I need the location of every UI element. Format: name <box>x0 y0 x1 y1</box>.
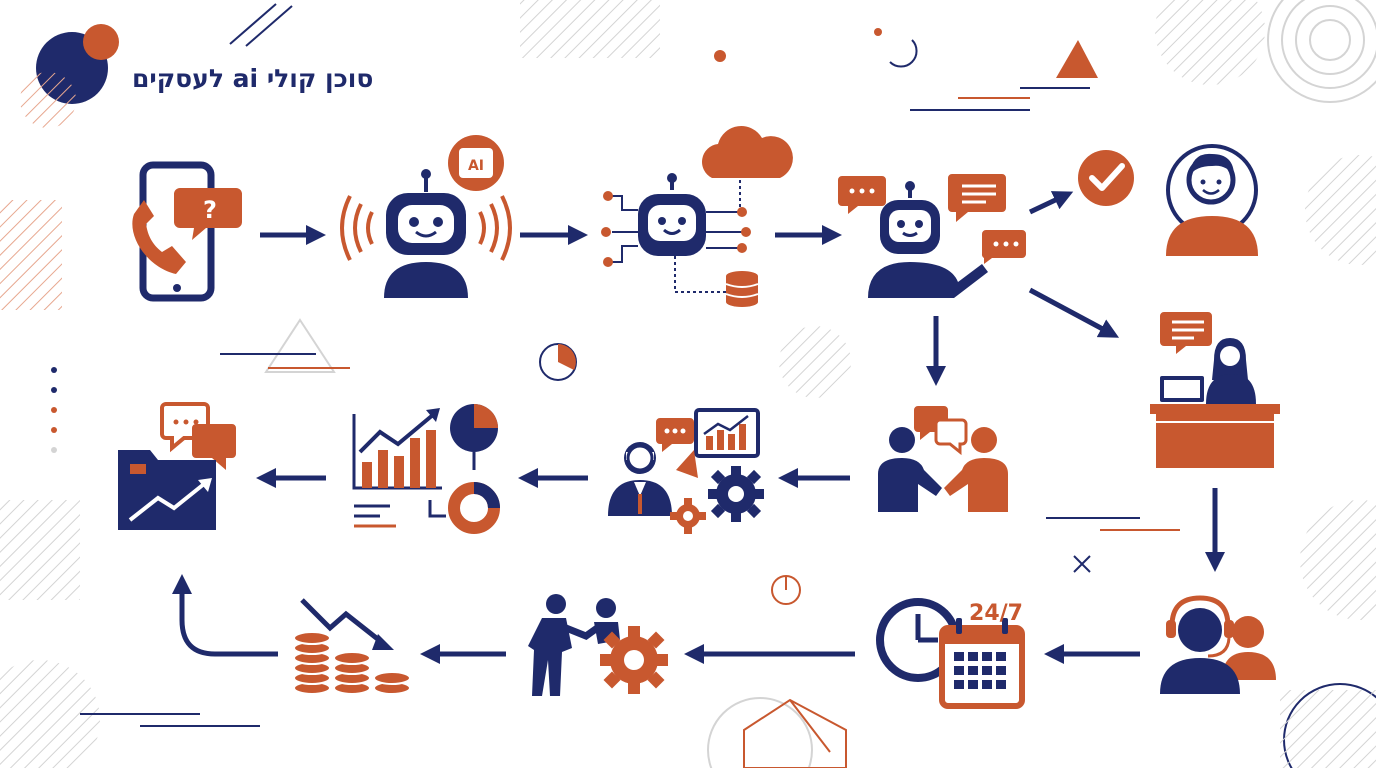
flow-arrows <box>172 191 1225 664</box>
phone-call-question-icon: ? <box>132 161 242 302</box>
resolved-check-icon <box>1078 150 1134 206</box>
robot-conversation-icon <box>838 174 1026 298</box>
analytics-dashboard-icon <box>352 404 500 534</box>
cost-reduction-coins-icon <box>293 598 411 695</box>
question-mark-text: ? <box>203 196 217 224</box>
ai-chip-text: AI <box>468 158 484 174</box>
handshake-chat-icon <box>878 406 1008 512</box>
clock-calendar-24-7-icon: 24/7 <box>876 598 1025 709</box>
ai-voice-robot-icon: AI <box>340 135 512 298</box>
customer-support-headset-icon <box>1160 595 1276 694</box>
robot-cloud-data-icon <box>601 126 793 307</box>
dot-column <box>51 367 57 453</box>
growth-folder-chat-icon <box>118 402 236 530</box>
human-agent-desk-icon <box>1150 312 1280 468</box>
partnership-gear-icon <box>528 594 668 696</box>
business-automation-icon <box>608 408 764 534</box>
customer-avatar-icon <box>1166 144 1258 256</box>
arrow-4 <box>1028 191 1074 215</box>
arrow-11 <box>172 574 278 657</box>
arrow-5 <box>1028 287 1120 338</box>
always-on-text: 24/7 <box>969 601 1023 626</box>
page-title: סוכן קולי ai לעסקים <box>132 64 374 93</box>
